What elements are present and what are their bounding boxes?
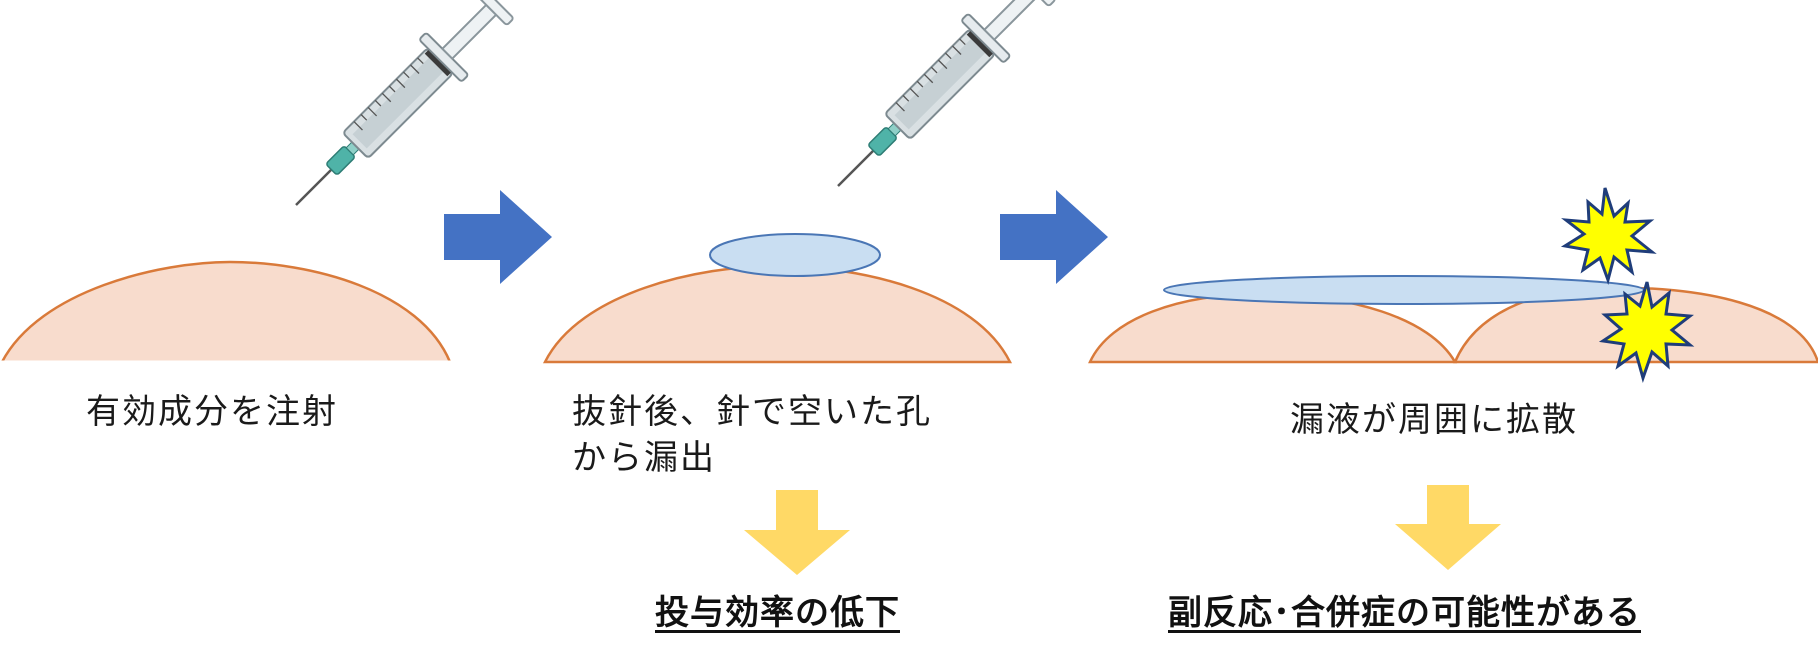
spark-icon [1598,281,1695,384]
leaked-fluid [709,233,881,277]
spark-icon [1560,187,1657,286]
right-arrow-icon [1000,190,1108,284]
panel-2 [542,0,1063,364]
spread-fluid [1163,275,1645,305]
step-1-caption: 有効成分を注射 [86,392,338,432]
syringe-icon [815,0,1063,209]
down-arrow-icon [1395,485,1501,570]
skin-mound [542,264,1013,364]
result-side-effects: 副反応･合併症の可能性がある [1168,593,1641,633]
down-arrow-icon [744,490,850,575]
panel-1 [0,0,521,364]
step-2-caption-line1: 抜針後、針で空いた孔 [572,392,932,432]
step-2-caption-line2: から漏出 [572,437,716,478]
step-3-caption: 漏液が周囲に拡散 [1290,400,1578,440]
skin-mound [0,260,452,364]
right-arrow-icon [444,190,552,284]
result-efficiency-drop: 投与効率の低下 [655,593,900,633]
step-2-caption: 抜針後、針で空いた孔 から漏出 [572,390,932,482]
panel-3 [1088,187,1818,384]
syringe-icon [273,0,521,228]
